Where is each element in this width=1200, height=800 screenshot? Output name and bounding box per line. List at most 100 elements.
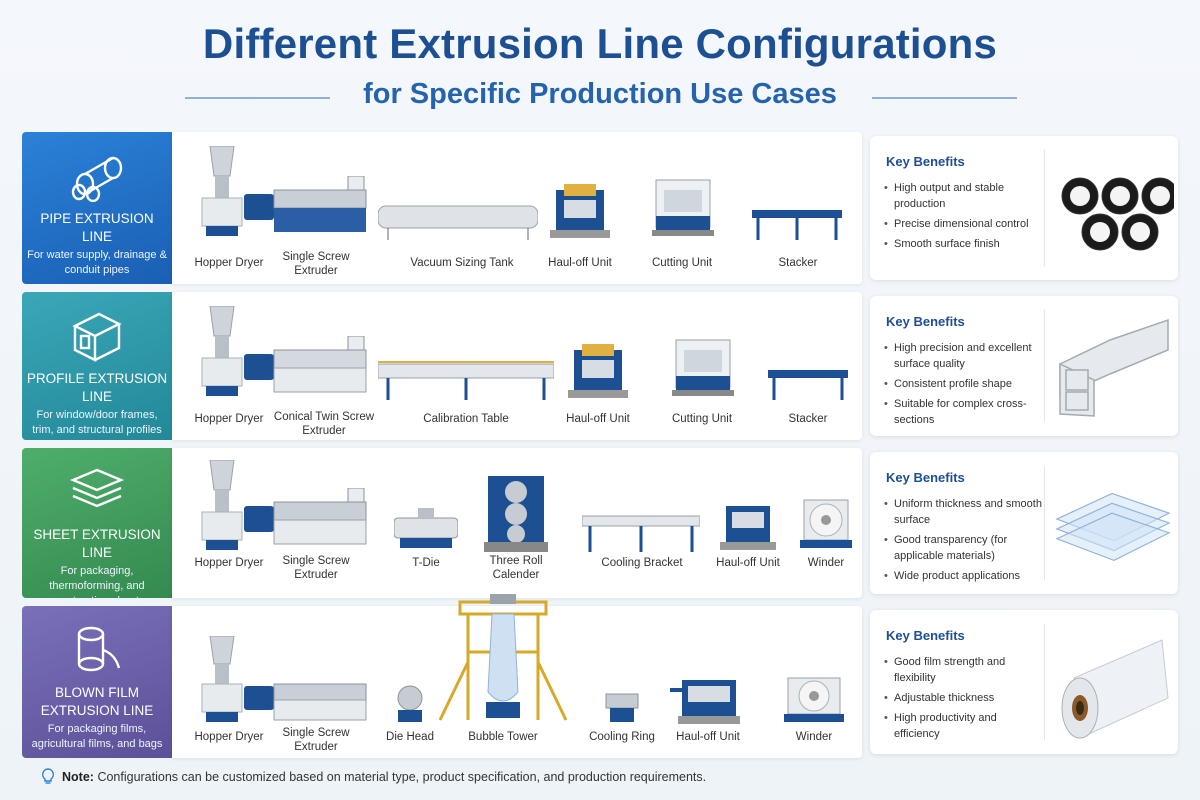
machine-label: Calibration Table xyxy=(423,413,509,425)
machine-label: Cooling Bracket xyxy=(601,557,683,569)
haul-off-unit-icon xyxy=(670,680,740,724)
hopper-dryer-icon xyxy=(201,146,243,236)
row-title: BLOWN FILM EXTRUSION LINE xyxy=(40,685,154,718)
machine-label: Hopper Dryer xyxy=(194,413,264,425)
single-screw-extruder-icon xyxy=(244,488,367,545)
key-benefits-title: Key Benefits xyxy=(886,628,965,643)
machine-label: Haul-off Unit xyxy=(548,257,612,269)
subtitle-rule-right xyxy=(872,97,1017,99)
machine-label: Haul-off Unit xyxy=(676,731,740,743)
note-text: Note: Configurations can be customized b… xyxy=(62,770,706,784)
machine-label: Conical Twin Screw Extruder xyxy=(273,411,375,437)
film-roll-icon xyxy=(77,626,121,672)
vacuum-sizing-tank-icon xyxy=(378,205,538,240)
machine-label: Cooling Ring xyxy=(589,731,655,743)
row-sheet-extrusion: SHEET EXTRUSION LINE For packaging, ther… xyxy=(22,448,1178,607)
card-divider xyxy=(1044,466,1045,580)
clear-sheets-icon xyxy=(1055,492,1171,562)
card-divider xyxy=(1044,624,1045,740)
benefits-list: High precision and excellent surface qua… xyxy=(884,340,1044,432)
card-divider xyxy=(1044,150,1045,266)
machine-label: Cutting Unit xyxy=(671,413,733,425)
machine-label: Vacuum Sizing Tank xyxy=(410,257,514,269)
t-die-icon xyxy=(394,508,458,548)
profile-icon xyxy=(72,312,122,362)
winder-icon xyxy=(784,677,844,722)
benefit-item: Suitable for complex cross-sections xyxy=(884,396,1044,428)
key-benefits-title: Key Benefits xyxy=(886,154,965,169)
single-screw-extruder-icon xyxy=(244,176,367,232)
machine-label: Winder xyxy=(807,557,845,569)
benefit-item: High precision and excellent surface qua… xyxy=(884,340,1044,372)
hopper-dryer-icon xyxy=(201,460,243,550)
conical-twin-screw-extruder-icon xyxy=(244,336,367,393)
benefit-item: Good transparency (for applicable materi… xyxy=(884,532,1044,564)
machine-sequence: Hopper Dryer Single Screw Extruder T-Die… xyxy=(172,448,862,598)
haul-off-unit-icon xyxy=(550,184,610,238)
row-description: For window/door frames, trim, and struct… xyxy=(32,409,162,436)
black-pipes-icon xyxy=(1061,177,1174,251)
machine-label: Winder xyxy=(795,731,833,743)
stacker-icon xyxy=(752,210,842,240)
haul-off-unit-icon xyxy=(568,344,628,398)
stacker-icon xyxy=(768,370,848,400)
machine-label: T-Die xyxy=(412,557,440,569)
row-description: For packaging films, agricultural films,… xyxy=(31,723,163,750)
cutting-unit-icon xyxy=(672,339,734,396)
machine-label: Single Screw Extruder xyxy=(282,727,350,753)
row-side-panel: SHEET EXTRUSION LINE For packaging, ther… xyxy=(22,448,172,607)
benefit-item: Precise dimensional control xyxy=(884,216,1044,232)
sheet-stack-icon xyxy=(69,468,125,508)
machine-label: Hopper Dryer xyxy=(194,257,264,269)
bubble-tower-icon xyxy=(438,594,568,721)
key-benefits-card: Key Benefits Good film strength and flex… xyxy=(870,610,1178,754)
benefits-list: Good film strength and flexibility Adjus… xyxy=(884,654,1044,746)
key-benefits-card: Key Benefits High precision and excellen… xyxy=(870,296,1178,436)
key-benefits-card: Key Benefits High output and stable prod… xyxy=(870,136,1178,280)
benefit-item: High productivity and efficiency xyxy=(884,710,1044,742)
note-body: Configurations can be customized based o… xyxy=(97,770,707,784)
row-side-panel: BLOWN FILM EXTRUSION LINE For packaging … xyxy=(22,606,172,758)
machine-label: Cutting Unit xyxy=(651,257,713,269)
row-title: PROFILE EXTRUSION LINE xyxy=(26,371,168,404)
cooling-ring-icon xyxy=(605,693,639,722)
benefits-list: High output and stable production Precis… xyxy=(884,180,1044,256)
machine-label: Stacker xyxy=(788,413,828,425)
page-title: Different Extrusion Line Configurations xyxy=(202,20,998,67)
row-title: SHEET EXTRUSION LINE xyxy=(33,527,161,560)
benefit-item: Smooth surface finish xyxy=(884,236,1044,252)
machine-sequence: Hopper Dryer Single Screw Extruder Die H… xyxy=(172,594,862,758)
row-pipe-extrusion: PIPE EXTRUSION LINE For water supply, dr… xyxy=(22,132,1178,284)
machine-sequence: Hopper Dryer Single Screw Extruder Vacuu… xyxy=(172,132,862,284)
hopper-dryer-icon xyxy=(201,306,243,396)
key-benefits-title: Key Benefits xyxy=(886,314,965,329)
row-description: For water supply, drainage & conduit pip… xyxy=(27,249,167,276)
machine-label: Haul-off Unit xyxy=(566,413,630,425)
hopper-dryer-icon xyxy=(201,636,243,722)
benefit-item: Uniform thickness and smooth surface xyxy=(884,496,1044,528)
row-side-panel: PIPE EXTRUSION LINE For water supply, dr… xyxy=(22,132,172,284)
machine-label: Hopper Dryer xyxy=(194,557,264,569)
machine-label: Stacker xyxy=(778,257,818,269)
machine-label: Single Screw Extruder xyxy=(282,251,350,277)
row-side-panel: PROFILE EXTRUSION LINE For window/door f… xyxy=(22,292,172,440)
benefit-item: Wide product applications xyxy=(884,568,1044,584)
subtitle-rule-left xyxy=(185,97,330,99)
three-roll-calender-icon xyxy=(484,476,548,552)
haul-off-unit-icon xyxy=(720,506,776,550)
machine-label: Bubble Tower xyxy=(468,731,538,743)
benefit-item: High output and stable production xyxy=(884,180,1044,212)
machine-label: Single Screw Extruder xyxy=(282,555,350,581)
aluminum-profile-icon xyxy=(1059,318,1169,417)
benefit-item: Consistent profile shape xyxy=(884,376,1044,392)
calibration-table-icon xyxy=(378,361,554,400)
machine-label: Three Roll Calender xyxy=(489,555,543,581)
machine-label: Haul-off Unit xyxy=(716,557,780,569)
cutting-unit-icon xyxy=(652,179,714,236)
row-blown-film-extrusion: BLOWN FILM EXTRUSION LINE For packaging … xyxy=(22,594,1178,758)
winder-icon xyxy=(800,499,852,548)
key-benefits-card: Key Benefits Uniform thickness and smoot… xyxy=(870,452,1178,594)
pipe-icon xyxy=(71,156,123,202)
single-screw-extruder-icon xyxy=(244,683,367,721)
row-title: PIPE EXTRUSION LINE xyxy=(40,211,154,244)
